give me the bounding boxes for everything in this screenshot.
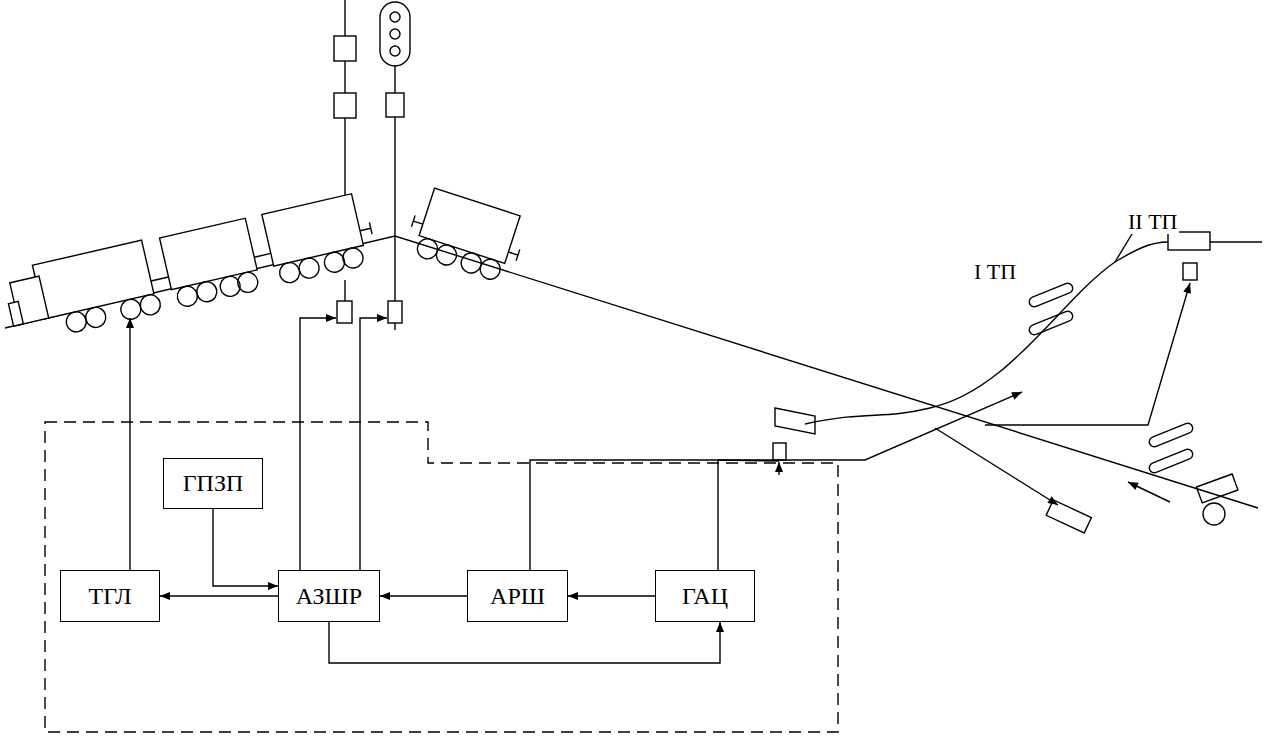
retarder [1148, 448, 1194, 475]
control-box [773, 443, 786, 460]
retarder [1028, 282, 1074, 309]
control-region [45, 422, 838, 732]
device-box [1046, 500, 1091, 533]
control-line [300, 318, 336, 570]
control-box [1183, 263, 1197, 280]
block-box: ГПЗП [163, 458, 263, 509]
control-line [718, 460, 779, 570]
control-line [530, 392, 1022, 570]
block-box: АРШ [467, 570, 568, 622]
block-box: ТГЛ [60, 570, 160, 622]
block-label: ТГЛ [82, 583, 137, 610]
device-box [1196, 474, 1238, 503]
signal-connector [160, 595, 278, 596]
track-marker [1115, 234, 1132, 262]
control-line [1128, 482, 1170, 502]
retarder-position-label: I ТП [972, 260, 1018, 284]
block-label: АЗШР [290, 583, 368, 610]
retarder [1028, 310, 1074, 337]
control-line [360, 318, 387, 570]
control-line [985, 283, 1190, 425]
mast-box [386, 93, 404, 117]
device-wheel [1203, 503, 1225, 525]
switch-drive [775, 408, 815, 434]
control-box [337, 301, 352, 323]
signal-connector [380, 595, 467, 596]
branch-track [1210, 241, 1262, 242]
block-label: ГАЦ [676, 583, 734, 610]
block-label: ГПЗП [177, 470, 250, 497]
block-box: АЗШР [278, 570, 380, 622]
retarder-position-label: II ТП [1126, 210, 1179, 234]
signal-connector [213, 509, 278, 586]
retarder [1148, 422, 1194, 449]
signal-connector [568, 595, 655, 596]
car [403, 185, 529, 286]
mast-box [334, 36, 356, 61]
block-label: АРШ [484, 583, 551, 610]
signal-connector [329, 622, 720, 663]
block-box: ГАЦ [655, 570, 755, 622]
control-line [129, 318, 130, 570]
control-box [388, 301, 402, 323]
signal-head [380, 2, 410, 66]
branch-track [805, 242, 1168, 424]
control-line [935, 428, 1058, 505]
retarder-box [1168, 232, 1210, 250]
mast-box [334, 93, 356, 118]
train [1, 189, 378, 345]
